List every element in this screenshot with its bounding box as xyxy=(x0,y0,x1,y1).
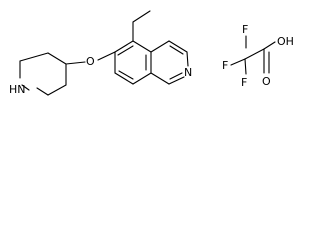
ether-oxygen-label: O xyxy=(86,55,95,68)
piperidine-ring xyxy=(19,52,67,96)
isoquinoline-piperidinyl-ether: O HN N xyxy=(9,10,192,96)
hydroxyl-label: OH xyxy=(277,35,294,48)
structure-diagram: O HN N F F F OH O xyxy=(9,10,294,96)
benzene-ring xyxy=(114,40,152,85)
carbonyl-oxygen-label: O xyxy=(262,75,271,88)
isoquinoline-nitrogen-label: N xyxy=(184,66,192,79)
fluorine-left-label: F xyxy=(222,59,228,72)
fluorine-bottom-label: F xyxy=(241,76,247,89)
pyridine-ring xyxy=(150,40,189,85)
piperidine-nitrogen-label: HN xyxy=(9,83,26,96)
ethyl-group xyxy=(132,10,151,42)
trifluoroacetic-acid: F F F OH O xyxy=(222,23,294,89)
fluorine-top-label: F xyxy=(242,23,248,36)
ether-linkage xyxy=(65,51,116,65)
